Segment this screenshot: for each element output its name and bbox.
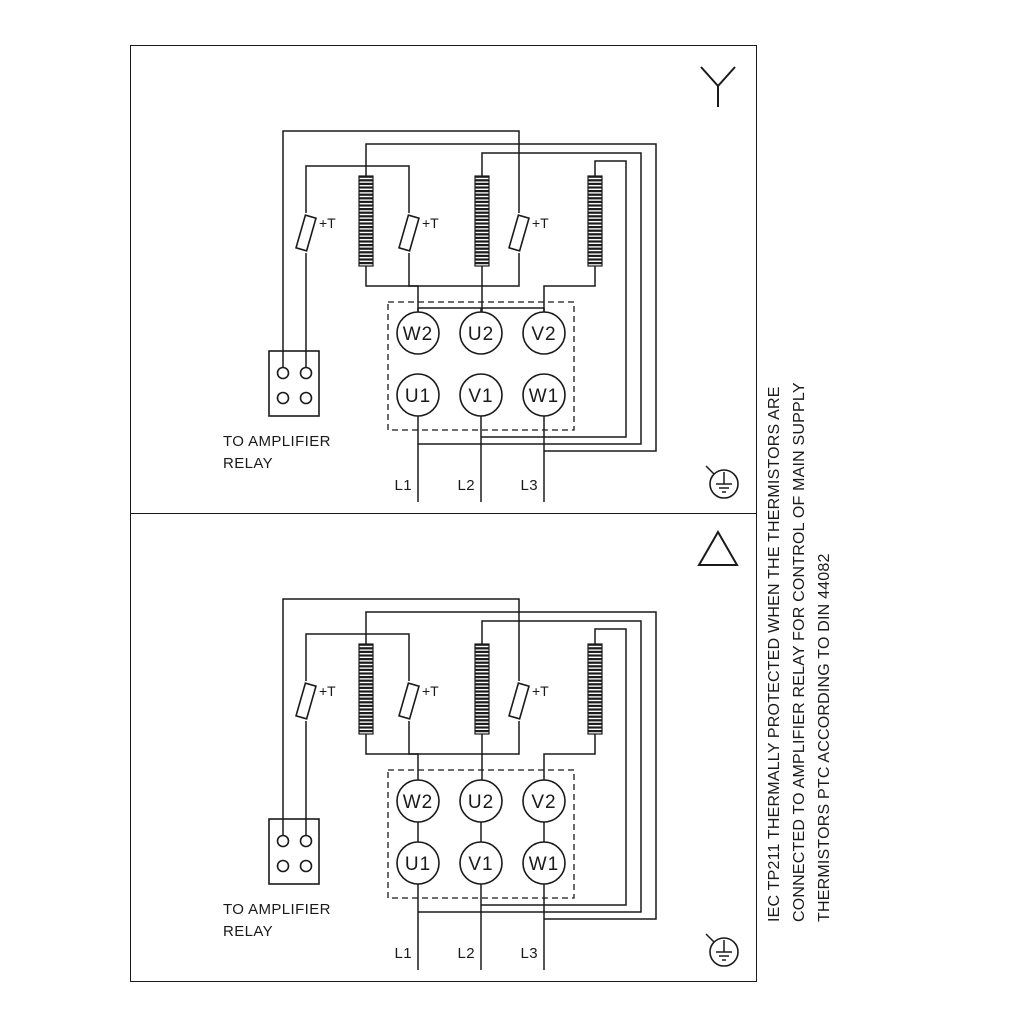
terminal-w2 xyxy=(396,311,440,355)
thermistor-icon xyxy=(508,682,530,720)
terminal-u2 xyxy=(459,779,503,823)
side-note-line2: CONNECTED TO AMPLIFIER RELAY FOR CONTROL… xyxy=(791,382,808,922)
motor-windings xyxy=(358,643,603,735)
terminal-w2-label: W2 xyxy=(403,324,434,345)
earth-ground-icon xyxy=(705,465,739,499)
thermistor-icon xyxy=(398,214,420,252)
terminal-w1-label: W1 xyxy=(529,386,560,407)
relay-note-line1: TO AMPLIFIER xyxy=(223,901,331,918)
side-note: IEC TP211 THERMALLY PROTECTED WHEN THE T… xyxy=(762,342,838,922)
terminal-v2 xyxy=(522,311,566,355)
supply-label-l2: L2 xyxy=(458,477,476,494)
delta-connection-panel: +T +T +T W2 U2 V2 U1 V1 xyxy=(131,514,756,981)
thermistor-label: +T xyxy=(532,215,549,231)
terminal-u2 xyxy=(459,311,503,355)
terminal-v2-label: V2 xyxy=(531,792,556,813)
supply-label-l1: L1 xyxy=(395,477,413,494)
relay-note-line2: RELAY xyxy=(223,455,273,472)
supply-label-l3: L3 xyxy=(521,945,539,962)
relay-note-line2: RELAY xyxy=(223,923,273,940)
delta-connection-icon xyxy=(697,529,739,566)
terminal-v2 xyxy=(522,779,566,823)
thermistor-icon xyxy=(508,214,530,252)
supply-label-l2: L2 xyxy=(458,945,476,962)
relay-note-line1: TO AMPLIFIER xyxy=(223,433,331,450)
terminal-w1-label: W1 xyxy=(529,854,560,875)
side-note-line1: IEC TP211 THERMALLY PROTECTED WHEN THE T… xyxy=(766,386,783,922)
terminal-v1 xyxy=(459,373,503,417)
terminal-w2-label: W2 xyxy=(403,792,434,813)
relay-connector xyxy=(268,350,320,417)
winding-coil xyxy=(587,175,603,267)
winding-coil xyxy=(474,643,490,735)
side-note-line3: THERMISTORS PTC ACCORDING TO DIN 44082 xyxy=(816,553,833,922)
relay-pin xyxy=(299,834,313,848)
winding-coil xyxy=(358,175,374,267)
relay-pin xyxy=(276,859,290,873)
winding-coil xyxy=(474,175,490,267)
terminal-block: W2 U2 V2 U1 V1 W1 xyxy=(387,301,575,431)
thermistor-icon xyxy=(295,214,317,252)
relay-pin xyxy=(276,834,290,848)
relay-pin xyxy=(299,366,313,380)
thermistor-label: +T xyxy=(422,215,439,231)
terminal-block-outline xyxy=(387,769,575,899)
winding-coil xyxy=(587,643,603,735)
terminal-block: W2 U2 V2 U1 V1 W1 xyxy=(387,769,575,899)
star-connection-icon xyxy=(700,66,736,107)
terminal-w2 xyxy=(396,779,440,823)
relay-connector-outline xyxy=(268,350,320,417)
relay-pin xyxy=(299,859,313,873)
terminal-w1 xyxy=(522,841,566,885)
delta-bridge-link xyxy=(417,822,545,842)
terminal-v1-label: V1 xyxy=(468,386,493,407)
terminal-u1-label: U1 xyxy=(405,386,431,407)
terminal-u1 xyxy=(396,373,440,417)
thermistors: +T +T +T xyxy=(295,214,549,252)
thermistor-label: +T xyxy=(532,683,549,699)
thermistors: +T +T +T xyxy=(295,682,549,720)
winding-coil xyxy=(358,643,374,735)
terminal-block-outline xyxy=(387,301,575,431)
terminal-u2-label: U2 xyxy=(468,792,494,813)
terminal-u2-label: U2 xyxy=(468,324,494,345)
terminal-v2-label: V2 xyxy=(531,324,556,345)
terminal-w1 xyxy=(522,373,566,417)
terminal-u1-label: U1 xyxy=(405,854,431,875)
wiring-lines xyxy=(282,598,657,970)
thermistor-icon xyxy=(398,682,420,720)
terminal-v1 xyxy=(459,841,503,885)
motor-windings xyxy=(358,175,603,267)
supply-label-l3: L3 xyxy=(521,477,539,494)
relay-pin xyxy=(276,391,290,405)
relay-pin xyxy=(299,391,313,405)
supply-label-l1: L1 xyxy=(395,945,413,962)
terminal-v1-label: V1 xyxy=(468,854,493,875)
thermistor-icon xyxy=(295,682,317,720)
relay-connector-outline xyxy=(268,818,320,885)
diagram-frame: +T +T +T W2 U2 V2 U1 V1 xyxy=(130,45,757,982)
star-connection-panel: +T +T +T W2 U2 V2 U1 V1 xyxy=(131,46,756,514)
relay-connector xyxy=(268,818,320,885)
terminal-u1 xyxy=(396,841,440,885)
thermistor-label: +T xyxy=(319,215,336,231)
thermistor-label: +T xyxy=(422,683,439,699)
thermistor-label: +T xyxy=(319,683,336,699)
relay-pin xyxy=(276,366,290,380)
earth-ground-icon xyxy=(705,933,739,967)
